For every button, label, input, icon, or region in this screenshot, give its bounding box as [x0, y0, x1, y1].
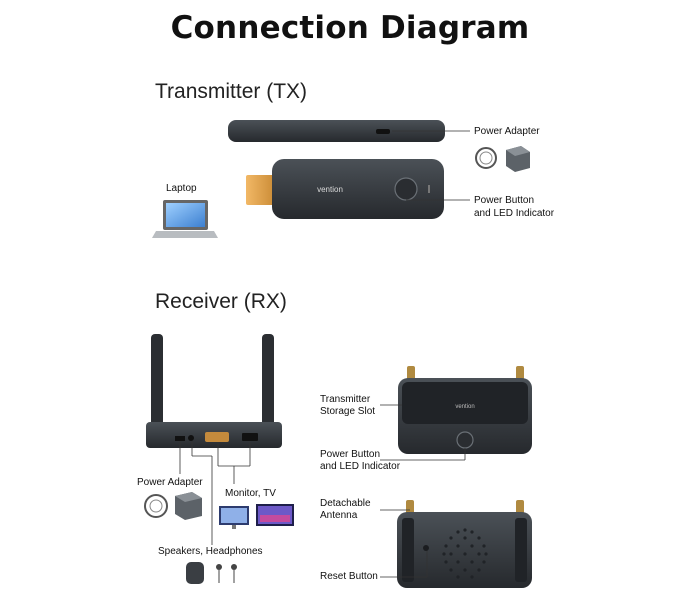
reset-button-label: Reset Button	[320, 571, 378, 582]
tx-power-button-label-1: Power Button	[474, 195, 535, 206]
tx-power-adapter-label: Power Adapter	[474, 126, 540, 137]
receiver-front-view	[146, 334, 282, 448]
monitor-tv-label: Monitor, TV	[225, 488, 276, 499]
tx-power-button-label-2: and LED Indicator	[474, 208, 555, 219]
tx-brand-logo: vention	[317, 185, 343, 194]
speaker-icon	[186, 562, 204, 584]
tv-icon	[256, 504, 294, 526]
receiver-top-view	[398, 366, 532, 454]
receiver-bottom-view	[397, 500, 532, 588]
speakers-headphones-label: Speakers, Headphones	[158, 546, 263, 557]
storage-slot-label-1: Transmitter	[320, 394, 371, 405]
rx-charger-icon	[175, 492, 202, 520]
receiver-heading: Receiver (RX)	[155, 290, 287, 313]
tx-cable-icon	[475, 147, 497, 169]
page-title: Connection Diagram	[170, 10, 530, 46]
laptop-icon	[152, 200, 218, 238]
earphones-icon	[216, 564, 237, 583]
antenna-label-1: Detachable	[320, 498, 371, 509]
transmitter-heading: Transmitter (TX)	[155, 80, 308, 103]
rx-power-adapter-label: Power Adapter	[137, 477, 203, 488]
transmitter-top-view	[228, 120, 445, 142]
storage-slot-label-2: Storage Slot	[320, 406, 376, 417]
rx-cable-icon	[144, 494, 168, 518]
transmitter-dongle	[246, 159, 444, 219]
rx-power-button-label-1: Power Button	[320, 449, 381, 460]
laptop-label: Laptop	[166, 183, 197, 194]
monitor-icon	[219, 506, 249, 529]
rx-power-button-label-2: and LED Indicator	[320, 461, 401, 472]
rx-brand-logo: vention	[455, 404, 474, 410]
tx-charger-icon	[506, 146, 530, 172]
vent-grille	[442, 528, 488, 579]
antenna-label-2: Antenna	[320, 510, 358, 521]
